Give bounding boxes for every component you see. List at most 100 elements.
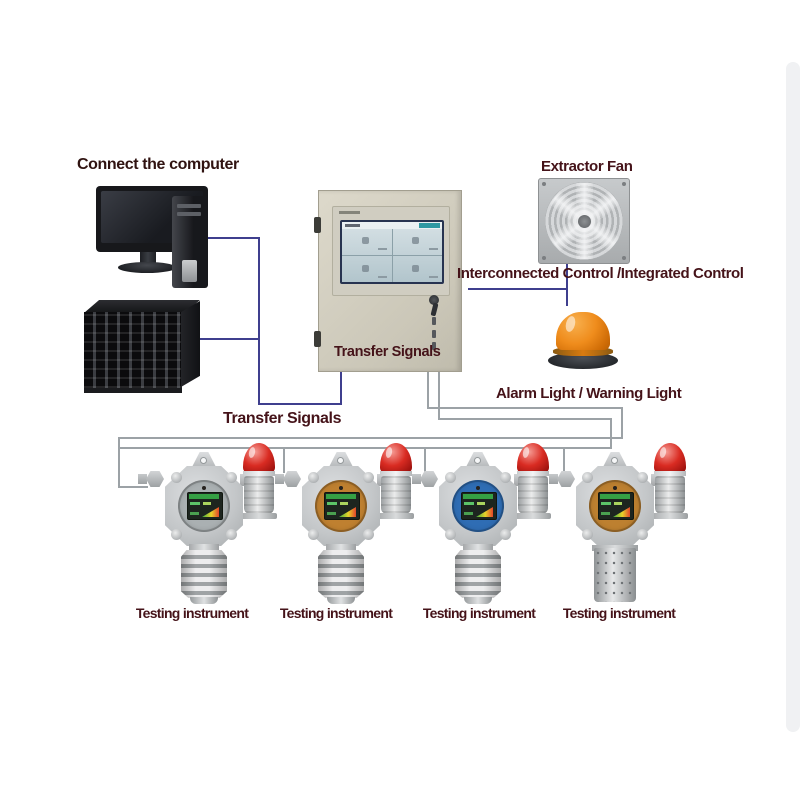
wire-panel-to-fan-branch: [468, 288, 568, 290]
monitor-base: [118, 262, 176, 273]
detector-inlet-pipe: [275, 474, 284, 484]
detector-sensor-tip: [190, 597, 218, 604]
detector-screw: [363, 529, 374, 540]
label-alarm-light: Alarm Light / Warning Light: [496, 385, 682, 402]
panel-screen-bezel: [332, 206, 450, 296]
label-testing-instrument-3: Testing instrument: [422, 605, 536, 621]
extractor-fan: [538, 178, 630, 264]
detector-screw: [445, 529, 456, 540]
detector-inlet-pipe: [549, 474, 558, 484]
detector-beacon-flange: [378, 513, 414, 519]
display-reading: [340, 502, 348, 505]
fan-screw: [542, 182, 546, 186]
wire-run-inner: [438, 418, 612, 420]
detector-screw: [226, 472, 237, 483]
display-status-bar: [326, 494, 356, 499]
screen-channel-value: [378, 248, 387, 250]
screen-title-text: [345, 224, 360, 227]
detector-mount-hole: [611, 457, 618, 464]
detector-inlet-nut: [283, 471, 301, 487]
detector-inlet-nut: [146, 471, 164, 487]
gas-detector-1: [134, 440, 284, 608]
detector-mount-hole: [337, 457, 344, 464]
detector-sensor-barrel: [318, 550, 364, 598]
wire-server-to-trunk: [181, 338, 259, 340]
gas-detector-4: [545, 440, 695, 608]
detector-beacon-base: [518, 476, 548, 514]
wire-drop-detector2: [283, 447, 285, 473]
detector-sensor-barrel: [455, 550, 501, 598]
screen-grid-line: [342, 255, 442, 256]
label-extractor-fan: Extractor Fan: [541, 158, 633, 175]
detector-beacon-red-dome: [517, 443, 549, 473]
detector-neck: [463, 544, 493, 552]
display-level-wedge: [339, 507, 356, 517]
wire-panel-drop-outer: [427, 371, 429, 408]
detector-screw: [171, 472, 182, 483]
label-transfer-signals-panel: Transfer Signals: [334, 344, 441, 360]
screen-channel-value: [429, 248, 438, 250]
display-reading: [601, 512, 610, 515]
panel-hinge-bottom: [314, 331, 321, 347]
detector-screw: [363, 472, 374, 483]
monitor-stand: [140, 252, 156, 264]
panel-model-text: [339, 211, 360, 214]
wire-drop-detector3: [424, 447, 426, 473]
display-level-wedge: [613, 507, 630, 517]
detector-beacon-base: [381, 476, 411, 514]
display-status-bar: [600, 494, 630, 499]
detector-beacon-flange: [652, 513, 688, 519]
display-reading: [464, 502, 474, 505]
display-reading: [601, 502, 611, 505]
detector-screw: [637, 472, 648, 483]
photo-edge-strip: [786, 62, 800, 732]
wire-panel-drop-inner: [438, 371, 440, 419]
detector-screw: [308, 529, 319, 540]
detector-beacon-band: [517, 471, 549, 476]
panel-screw: [432, 342, 436, 350]
fan-screw: [622, 256, 626, 260]
detector-screw: [637, 529, 648, 540]
detector-display: [324, 492, 360, 520]
gas-detector-3: [408, 440, 558, 608]
screen-channel-glyph: [362, 237, 369, 244]
detector-screw: [308, 472, 319, 483]
wire-drop-detector1-v: [118, 437, 120, 488]
detector-inlet-nut: [420, 471, 438, 487]
display-reading: [464, 512, 473, 515]
detector-sensor-eye: [613, 486, 617, 490]
detector-sensor-perforated: [594, 548, 636, 602]
screen-titlebar: [342, 222, 442, 229]
detector-beacon-base: [244, 476, 274, 514]
screen-channel-value: [378, 276, 387, 278]
detector-beacon-flange: [241, 513, 277, 519]
fan-screw: [542, 256, 546, 260]
gas-detector-2: [271, 440, 421, 608]
wire-down-outer: [621, 407, 623, 439]
detector-sensor-tip: [464, 597, 492, 604]
detector-sensor-barrel: [181, 550, 227, 598]
display-reading: [327, 502, 337, 505]
detector-beacon-band: [380, 471, 412, 476]
display-reading: [190, 502, 200, 505]
detector-mount-hole: [474, 457, 481, 464]
detector-sensor-eye: [339, 486, 343, 490]
panel-touchscreen: [340, 220, 444, 284]
detector-display: [598, 492, 634, 520]
control-panel: Transfer Signals: [314, 190, 462, 372]
detector-inlet-nut: [557, 471, 575, 487]
detector-screw: [171, 529, 182, 540]
detector-neck: [326, 544, 356, 552]
pc-tower: [172, 196, 208, 288]
detector-beacon-red-dome: [380, 443, 412, 473]
label-testing-instrument-1: Testing instrument: [135, 605, 249, 621]
panel-screw: [432, 330, 436, 338]
detector-beacon-band: [654, 471, 686, 476]
label-transfer-signals-detectors: Transfer Signals: [223, 410, 342, 427]
alarm-light-ring: [553, 347, 613, 356]
screen-channel-value: [429, 276, 438, 278]
screen-channel-glyph: [412, 237, 419, 244]
detector-screw: [582, 529, 593, 540]
detector-screw: [500, 472, 511, 483]
label-interconnected-control: Interconnected Control /Integrated Contr…: [457, 265, 744, 282]
